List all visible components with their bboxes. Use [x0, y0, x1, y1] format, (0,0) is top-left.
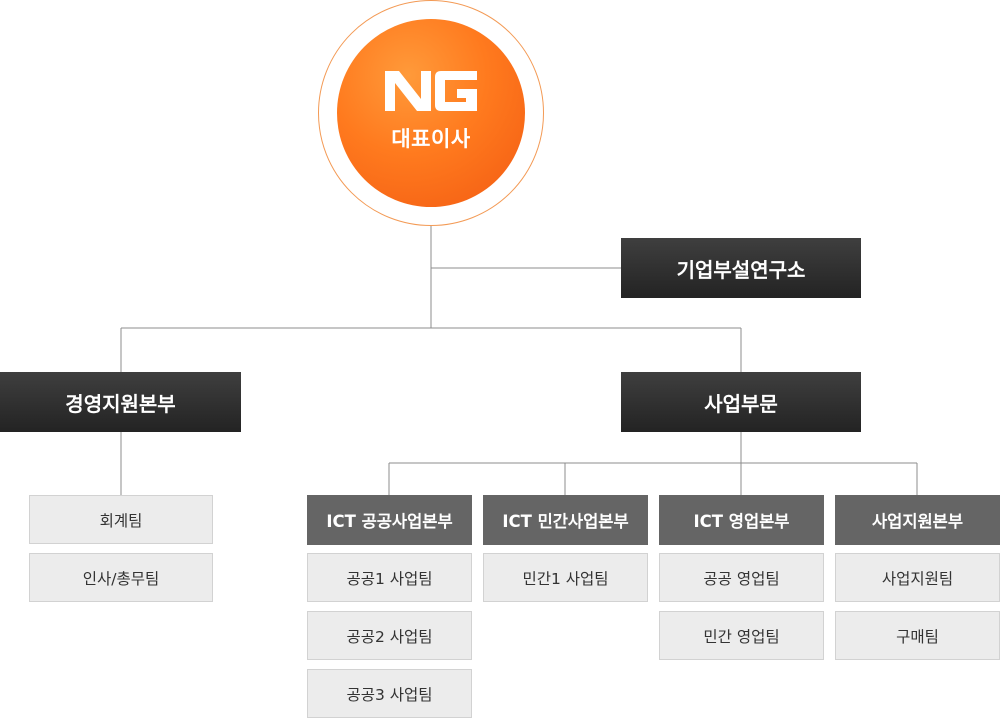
team-box-hr: 인사/총무팀	[29, 553, 213, 602]
team-box-public-3: 공공3 사업팀	[307, 669, 472, 718]
management-division-box: 경영지원본부	[0, 372, 241, 432]
division-box-ict-sales: ICT 영업본부	[659, 495, 824, 545]
team-box-private-sales: 민간 영업팀	[659, 611, 824, 660]
team-box-business-support: 사업지원팀	[835, 553, 1000, 602]
team-box-public-2: 공공2 사업팀	[307, 611, 472, 660]
division-box-business-support: 사업지원본부	[835, 495, 1000, 545]
ceo-node: 대표이사	[337, 19, 525, 207]
ceo-title: 대표이사	[391, 127, 471, 151]
team-box-private-1: 민간1 사업팀	[483, 553, 648, 602]
research-lab-box: 기업부설연구소	[621, 238, 861, 298]
ng-logo-icon	[385, 71, 477, 111]
business-division-box: 사업부문	[621, 372, 861, 432]
team-box-public-1: 공공1 사업팀	[307, 553, 472, 602]
team-box-accounting: 회계팀	[29, 495, 213, 544]
division-box-ict-private: ICT 민간사업본부	[483, 495, 648, 545]
division-box-ict-public: ICT 공공사업본부	[307, 495, 472, 545]
team-box-public-sales: 공공 영업팀	[659, 553, 824, 602]
team-box-purchasing: 구매팀	[835, 611, 1000, 660]
